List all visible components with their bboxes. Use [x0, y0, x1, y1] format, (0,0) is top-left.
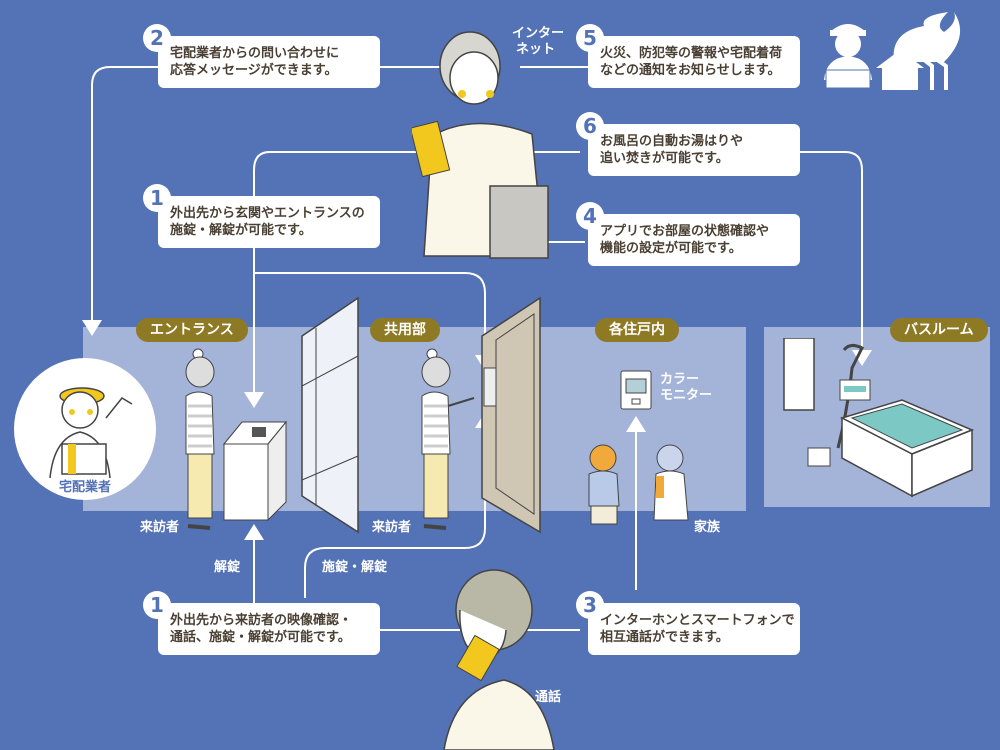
child-girl: [653, 444, 689, 521]
call-label: 通話: [535, 690, 562, 705]
line-2: [91, 66, 440, 320]
woman-with-smartphone: [412, 31, 549, 259]
callout-1-bottom: 外出先から来訪者の映像確認・通話、施錠・解錠が可能です。: [158, 603, 380, 655]
callout-3-number: 3: [576, 591, 604, 619]
internet-label: インターネット: [512, 26, 565, 57]
each-unit-zone: [518, 327, 746, 511]
visitor-entrance-label: 来訪者: [140, 520, 180, 535]
smartphone-icon: [412, 120, 451, 178]
visitor-common-label: 来訪者: [372, 520, 412, 535]
house-fire-icon: [876, 12, 961, 90]
arrow-down-delivery: [82, 320, 102, 336]
color-monitor-label: カラーモニター: [660, 372, 713, 403]
bathroom-illustration: [783, 338, 974, 498]
arrow-down-bath: [852, 350, 872, 366]
line-lock-unlock: [304, 420, 486, 598]
each-unit-tag: 各住戸内: [595, 318, 679, 342]
callout-5-number: 5: [576, 24, 604, 52]
line-1-top: [254, 272, 486, 355]
line-6: [800, 151, 863, 350]
unlock-label: 解錠: [214, 560, 241, 575]
phone-icon: [456, 634, 500, 682]
bathroom-tag: バスルーム: [890, 318, 988, 342]
lock-unlock-label: 施錠・解錠: [322, 560, 388, 575]
callout-5: 火災、防犯等の警報や宅配着荷などの通知をお知らせします。: [588, 36, 800, 88]
callout-4: アプリでお部屋の状態確認や機能の設定が可能です。: [588, 214, 800, 266]
callout-2-number: 2: [143, 24, 171, 52]
glass-door: [301, 296, 359, 534]
common-area-tag: 共用部: [370, 318, 440, 342]
callout-1-top: 外出先から玄関やエントランスの施錠・解錠が可能です。: [158, 196, 380, 248]
arrow-up-monitor: [626, 416, 646, 432]
callout-3: インターホンとスマートフォンで相互通話ができます。: [588, 603, 800, 655]
child-boy: [588, 444, 620, 525]
door-intercom-icon: [483, 367, 497, 407]
intercom-panel-icon: [222, 420, 288, 522]
callout-6: お風呂の自動お湯はりや追い焚きが可能です。: [588, 124, 800, 176]
delivery-person-icon: [824, 24, 872, 89]
delivery-person-circle: 宅配業者: [14, 358, 156, 500]
woman-on-phone: [443, 569, 555, 750]
delivery-person-label: 宅配業者: [58, 480, 111, 495]
arrow-down-entrance: [244, 392, 264, 408]
mirror: [783, 338, 815, 411]
delivery-person-illustration: [49, 387, 133, 479]
callout-1-bottom-number: 1: [143, 591, 171, 619]
color-monitor-icon: [620, 370, 652, 410]
visitor-woman-common: [421, 348, 475, 530]
callout-1-top-number: 1: [143, 184, 171, 212]
callout-2: 宅配業者からの問い合わせに応答メッセージができます。: [158, 36, 380, 88]
line-6-left: [253, 151, 580, 392]
entrance-tag: エントランス: [136, 318, 248, 342]
family-label: 家族: [694, 520, 721, 535]
handbag: [489, 185, 549, 259]
callout-4-number: 4: [576, 202, 604, 230]
arrow-up-panel: [244, 524, 264, 540]
bath-stool: [807, 447, 831, 467]
visitor-woman-entrance: [185, 348, 215, 530]
unit-door: [481, 296, 541, 534]
callout-6-number: 6: [576, 112, 604, 140]
